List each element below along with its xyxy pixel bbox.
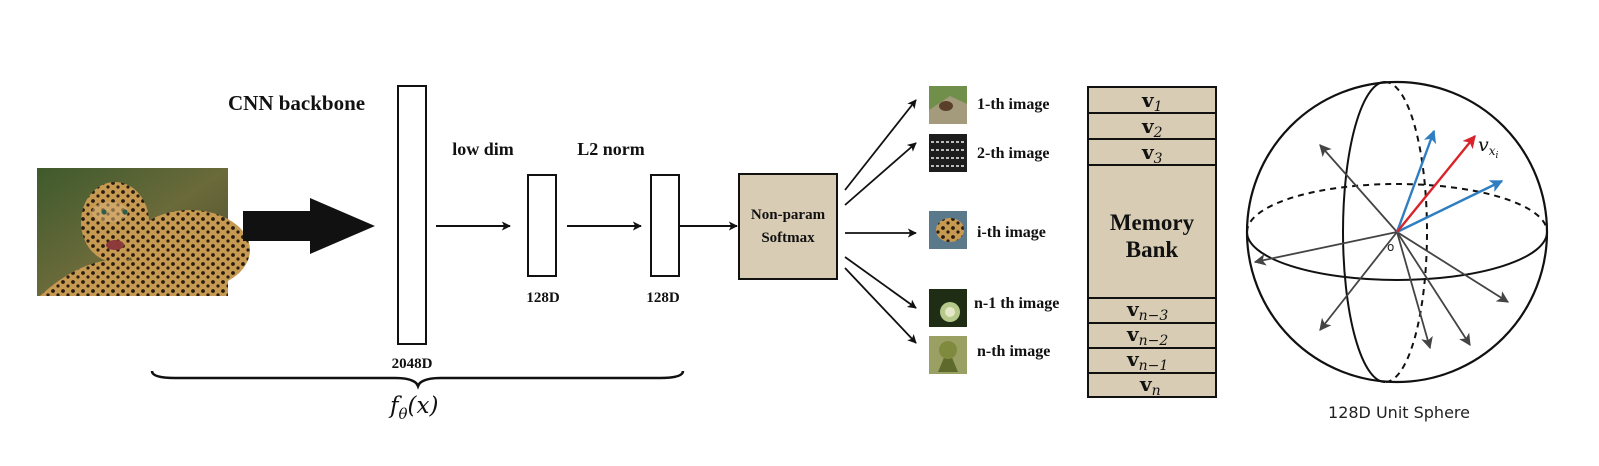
arrow-to-image-n <box>844 267 917 344</box>
softmax-label-line1: Non-param <box>751 207 826 223</box>
low-dim-label: low dim <box>452 139 514 159</box>
backbone-bar-2048d <box>397 85 427 345</box>
dim-2048-label: 2048D <box>392 356 433 372</box>
thumbnail-1 <box>929 86 967 124</box>
softmax-label-line2: Softmax <box>761 230 815 246</box>
image-label-n-1: n-1 th image <box>974 295 1059 312</box>
thumbnail-2 <box>929 134 967 172</box>
image-label-n: n-th image <box>977 343 1050 360</box>
image-label-1: 1-th image <box>977 96 1049 113</box>
memory-label-line2: Bank <box>1126 237 1179 262</box>
origin-label: o <box>1387 240 1394 254</box>
sphere-caption: 128D Unit Sphere <box>1328 403 1470 422</box>
image-label-i: i-th image <box>977 224 1046 241</box>
thumbnail-n <box>929 336 967 374</box>
thumbnail-i <box>929 211 967 249</box>
input-leopard-image <box>37 168 250 296</box>
memory-slot-vn-3: vn−3 <box>1126 297 1168 324</box>
memory-slot-v3: v3 <box>1141 140 1163 167</box>
memory-slot-vn-1: vn−1 <box>1126 347 1168 374</box>
arrow-to-image-n-1 <box>844 256 917 309</box>
arrow-to-image-2 <box>844 142 917 206</box>
arrow-to-image-1 <box>844 99 917 191</box>
lowdim-bar-128d <box>527 174 557 277</box>
dim-128-label-b: 128D <box>646 290 680 306</box>
l2norm-bar-128d <box>650 174 680 277</box>
curly-brace <box>150 370 685 390</box>
memory-slot-vn: vn <box>1139 372 1161 399</box>
l2-norm-label: L2 norm <box>577 139 645 159</box>
dim-128-label-a: 128D <box>526 290 560 306</box>
image-label-2: 2-th image <box>977 145 1049 162</box>
memory-slot-v2: v2 <box>1141 114 1163 141</box>
unit-sphere <box>1245 80 1549 384</box>
vxi-label: vxi <box>1478 134 1499 161</box>
memory-bank: v1 v2 v3 Memory Bank vn−3 vn−2 vn−1 vn <box>1087 86 1217 399</box>
thumbnail-n-1 <box>929 289 967 327</box>
memory-slot-v1: v1 <box>1141 88 1163 115</box>
f-theta-label: fθ(x) <box>388 393 438 423</box>
memory-slot-vn-2: vn−2 <box>1126 322 1168 349</box>
memory-label-line1: Memory <box>1110 210 1195 235</box>
big-forward-arrow <box>243 198 375 254</box>
nonparam-softmax-box <box>738 173 838 280</box>
cnn-backbone-label: CNN backbone <box>228 91 365 115</box>
